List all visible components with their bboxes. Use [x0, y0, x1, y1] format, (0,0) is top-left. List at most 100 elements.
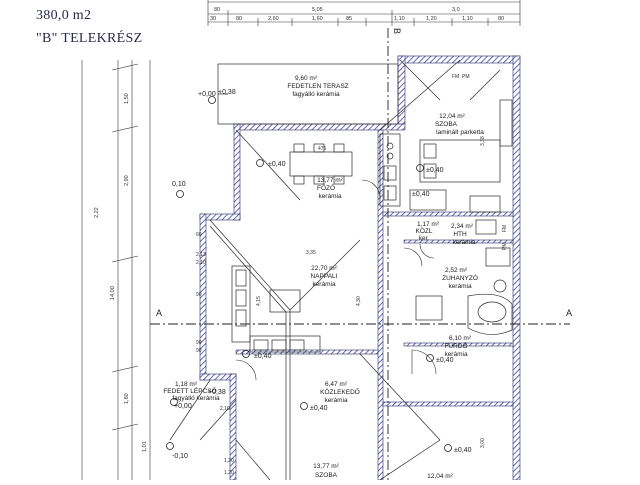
room-name: FÜRDŐ — [444, 341, 467, 350]
room-area: 2,52 m² — [445, 267, 468, 274]
room-floor: ker. — [419, 235, 430, 242]
annotation: 3,38 — [480, 136, 486, 146]
room-name: SZOBA — [435, 121, 458, 128]
top-dim-6: 2,60 — [268, 16, 279, 22]
room-floor: fagyálló kerámia — [172, 395, 220, 402]
left-dimension-lines — [81, 60, 151, 480]
annotation: 90 — [196, 292, 202, 298]
room-floor: fagyálló kerámia — [292, 91, 340, 98]
left-dim-1: 1,50 — [124, 93, 130, 104]
room-floor: kerámia — [448, 283, 472, 290]
top-dim-2: 5,05 — [312, 7, 323, 13]
level-label: ±0,40 — [426, 167, 444, 174]
room-name: FŐZŐ — [317, 183, 335, 192]
left-dimension-labels: 1,50 2,90 14,00 2,22 1,60 1,01 — [94, 93, 148, 452]
annotation: 90 — [196, 340, 202, 346]
annotation: 2,10 — [220, 406, 230, 412]
exterior-walls — [199, 55, 521, 481]
annotation: 60 — [196, 232, 202, 238]
annotation: PM — [502, 243, 508, 251]
level-label: ±0,40 — [268, 161, 286, 168]
level-label: +0,38 — [218, 89, 236, 96]
annotation: 475 — [318, 146, 327, 152]
level-label: 0,10 — [172, 181, 186, 188]
bathroom-fixtures — [415, 219, 513, 335]
level-markers — [166, 96, 452, 452]
level-label: +0,38 — [208, 389, 226, 396]
room-area: 6,10 m² — [449, 335, 472, 342]
room-area: 1,18 m² — [175, 381, 198, 388]
top-dim-10: 1,20 — [426, 16, 437, 22]
room-floor: kerámia — [324, 397, 348, 404]
level-label: ±0,40 — [254, 353, 272, 360]
room-name: SZOBA — [315, 472, 338, 479]
top-dimension-labels: 80 5,05 3,0 30 80 2,60 1,60 85 1,10 1,20… — [210, 7, 504, 22]
room-floor: laminált parketta — [436, 129, 484, 136]
top-dim-11: 1,10 — [462, 16, 473, 22]
room-floor: kerámia — [312, 281, 336, 288]
level-label: +0,00 — [174, 403, 192, 410]
room-area: 6,47 m² — [325, 381, 348, 388]
kitchen-counter — [379, 133, 401, 207]
top-dim-3: 3,0 — [452, 7, 460, 13]
room-floor: kerámia — [444, 351, 468, 358]
top-dim-9: 1,10 — [394, 16, 405, 22]
room-area: 12,04 m² — [427, 473, 453, 480]
annotation: 1,20 — [224, 470, 234, 476]
plot-section-label: "B" TELEKRÉSZ — [36, 31, 143, 46]
level-label: +0,00 — [198, 91, 216, 98]
top-dim-1: 80 — [214, 7, 220, 13]
room-area: 13,77 m² — [317, 177, 343, 184]
room-floor: kerámia — [318, 193, 342, 200]
annotation: 1,20 — [224, 458, 234, 464]
annotation: PM — [462, 74, 470, 80]
annotation: 3,35 — [306, 250, 316, 256]
section-b-top: B — [392, 28, 402, 34]
annotation: 4,30 — [356, 296, 362, 306]
left-dim-3: 14,00 — [110, 286, 116, 300]
level-labels: +0,00 +0,38 ±0,40 0,10 ±0,40 ±0,40 ±0,40… — [172, 89, 472, 460]
room-name: KÖZL — [416, 227, 433, 235]
annotation: 2,10 — [196, 260, 206, 266]
annotation: 3,00 — [480, 438, 486, 448]
left-dim-4: 2,22 — [94, 207, 100, 218]
room-area: 12,04 m² — [439, 113, 465, 120]
annotation: FM — [502, 225, 508, 232]
dining-table — [289, 143, 353, 185]
level-label: ±0,40 — [310, 405, 328, 412]
section-a-left: A — [156, 308, 162, 318]
room-name: KÖZLEKEDŐ — [320, 387, 360, 396]
door-swings — [235, 179, 437, 381]
top-dim-4: 30 — [210, 16, 216, 22]
room-labels: 9,60 m² FEDETLEN TERASZ fagyálló kerámia… — [163, 75, 484, 480]
annotation: 4,15 — [256, 296, 262, 306]
top-dim-5: 80 — [236, 16, 242, 22]
level-label: ±0,40 — [436, 357, 454, 364]
annotation: 90 — [196, 348, 202, 354]
living-sofa — [231, 265, 321, 353]
bedroom-bed — [409, 99, 513, 213]
top-dim-12: 80 — [498, 16, 504, 22]
room-area: 22,70 m² — [311, 265, 337, 272]
section-a-right: A — [566, 308, 572, 318]
section-markers: A A B — [156, 28, 572, 318]
room-name: HTH — [453, 231, 467, 238]
room-name: NAPPALI — [311, 273, 338, 280]
room-area: 2,34 m² — [451, 223, 474, 230]
level-label: ±0,40 — [454, 447, 472, 454]
terrace-outline — [217, 63, 399, 125]
top-dimension-lines — [207, 0, 521, 26]
room-area: 1,17 m² — [417, 221, 440, 228]
top-dim-7: 1,60 — [312, 16, 323, 22]
top-dim-8: 85 — [346, 16, 352, 22]
annotation: FM — [452, 74, 459, 80]
room-name: FEDETT LÉPCSŐ — [163, 386, 216, 395]
left-dim-6: 1,01 — [142, 441, 148, 452]
level-label: -0,10 — [172, 453, 188, 460]
room-floor: kerámia — [452, 239, 476, 246]
total-area-label: 380,0 m2 — [36, 8, 92, 23]
annotation-labels: 475 3,35 4,15 4,30 2,13 2,10 60 90 90 90… — [196, 74, 508, 476]
level-label: ±0,40 — [412, 191, 430, 198]
